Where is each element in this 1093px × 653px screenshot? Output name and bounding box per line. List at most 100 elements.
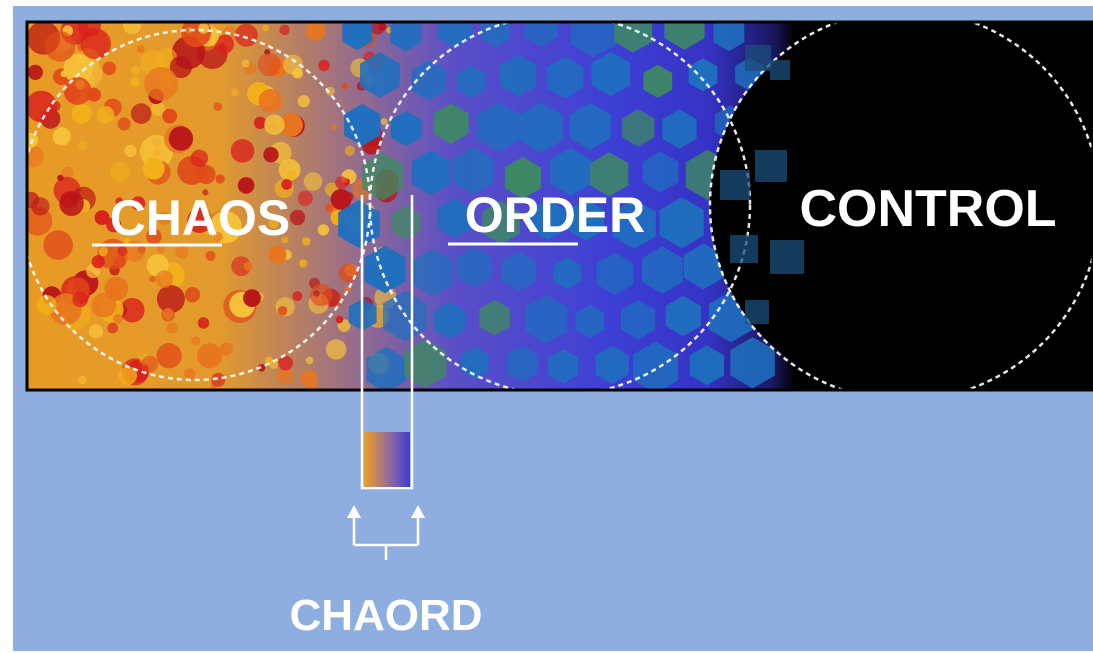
order-hexagon xyxy=(344,104,381,146)
order-hexagon xyxy=(641,246,683,294)
chaos-dot xyxy=(187,208,213,233)
chaos-dot xyxy=(241,59,250,68)
chaos-dot xyxy=(88,324,103,339)
chaos-dot xyxy=(137,45,145,53)
chaos-dot xyxy=(268,245,287,264)
chaos-dot xyxy=(317,224,330,236)
order-hexagon xyxy=(524,22,558,47)
order-hexagon xyxy=(452,147,494,195)
chaos-dot xyxy=(117,246,128,257)
control-square xyxy=(770,240,804,274)
chaos-dot xyxy=(156,245,165,254)
chaos-dot xyxy=(27,145,44,168)
chaos-dot xyxy=(281,236,289,244)
order-hexagon xyxy=(689,345,724,386)
chaos-dot xyxy=(110,161,131,182)
chaos-dot xyxy=(78,375,87,385)
order-hexagon xyxy=(519,102,563,153)
order-hexagon xyxy=(366,346,407,390)
chaos-dot xyxy=(292,291,303,302)
order-hexagon xyxy=(569,102,611,150)
order-hexagon xyxy=(590,152,629,197)
chaos-dot xyxy=(87,87,101,102)
chaos-dot xyxy=(257,364,266,372)
chaos-dot xyxy=(230,139,255,163)
chaos-dot xyxy=(205,250,216,261)
order-hexagon xyxy=(662,109,697,149)
order-hexagon xyxy=(479,299,511,336)
chaord-bracket xyxy=(352,515,420,560)
chaos-dot xyxy=(215,174,225,184)
chaos-dot xyxy=(166,322,178,334)
chaos-dot xyxy=(278,355,293,371)
chaos-dot xyxy=(27,191,40,209)
order-dashed-circle xyxy=(368,22,752,390)
chaos-dot xyxy=(335,315,344,324)
order-hexagon xyxy=(411,60,447,101)
order-hexagon xyxy=(390,22,421,52)
order-hexagon xyxy=(460,346,489,380)
chaos-dot xyxy=(211,372,226,387)
chaos-dot xyxy=(268,218,279,229)
chaos-dot xyxy=(91,255,105,269)
control-circle xyxy=(710,22,1090,390)
chaos-dot xyxy=(276,367,294,385)
chaos-dot xyxy=(297,190,313,206)
chaos-dot xyxy=(155,270,174,288)
chaos-dot xyxy=(107,322,119,334)
chaos-dot xyxy=(263,147,279,163)
chaos-dot xyxy=(237,177,255,194)
order-hexagon xyxy=(595,345,629,384)
order-hexagon xyxy=(457,65,486,99)
chaos-dot xyxy=(150,102,166,117)
order-hexagon xyxy=(620,299,656,340)
chaos-dot xyxy=(305,356,314,365)
order-hexagon xyxy=(456,247,492,288)
chaos-dot xyxy=(370,22,385,35)
chaos-dot xyxy=(27,90,58,123)
order-hexagon xyxy=(571,22,616,58)
order-hexagon xyxy=(411,248,454,297)
chaos-dot xyxy=(52,127,71,146)
chaos-dot xyxy=(36,295,57,315)
chaos-dot xyxy=(231,256,252,277)
chaos-dot xyxy=(325,86,335,96)
chaos-dot xyxy=(72,291,89,308)
chaos-dot xyxy=(75,80,85,90)
chaos-dot xyxy=(96,105,115,124)
chaos-dot xyxy=(142,157,165,180)
order-hexagon xyxy=(664,22,705,50)
order-hexagon xyxy=(477,102,520,152)
chaos-dot xyxy=(313,290,320,297)
chaos-dot xyxy=(198,23,210,34)
order-hexagon xyxy=(360,52,400,98)
chaos-dot xyxy=(102,61,117,76)
chaos-dots xyxy=(27,22,399,390)
chaos-dot xyxy=(338,263,358,283)
chaos-dot xyxy=(118,366,138,385)
order-hexagon xyxy=(525,294,568,344)
chaos-dot xyxy=(149,275,156,283)
chaos-dot xyxy=(305,22,326,41)
chaos-dot xyxy=(156,285,185,313)
arrow-up-right-icon xyxy=(411,505,425,518)
order-hexagon xyxy=(730,337,775,389)
chaos-dot xyxy=(289,209,306,226)
chaos-dot xyxy=(61,166,74,179)
chaos-dot xyxy=(318,59,330,72)
chaos-dot xyxy=(234,23,258,47)
order-hexagon xyxy=(506,345,538,382)
control-dashed-circle xyxy=(708,22,1093,390)
chaos-dot xyxy=(191,336,201,346)
chaos-dot xyxy=(277,306,288,316)
chaos-dot xyxy=(344,145,355,156)
chaos-dot xyxy=(341,83,348,89)
order-hexagon xyxy=(622,109,655,147)
chaos-dot xyxy=(279,113,303,137)
order-hexagon xyxy=(549,147,592,196)
order-hexagon xyxy=(613,199,656,249)
chaos-dot xyxy=(269,359,279,369)
chaos-dot xyxy=(202,189,209,196)
chaos-dot xyxy=(169,55,192,79)
control-square xyxy=(770,60,790,80)
